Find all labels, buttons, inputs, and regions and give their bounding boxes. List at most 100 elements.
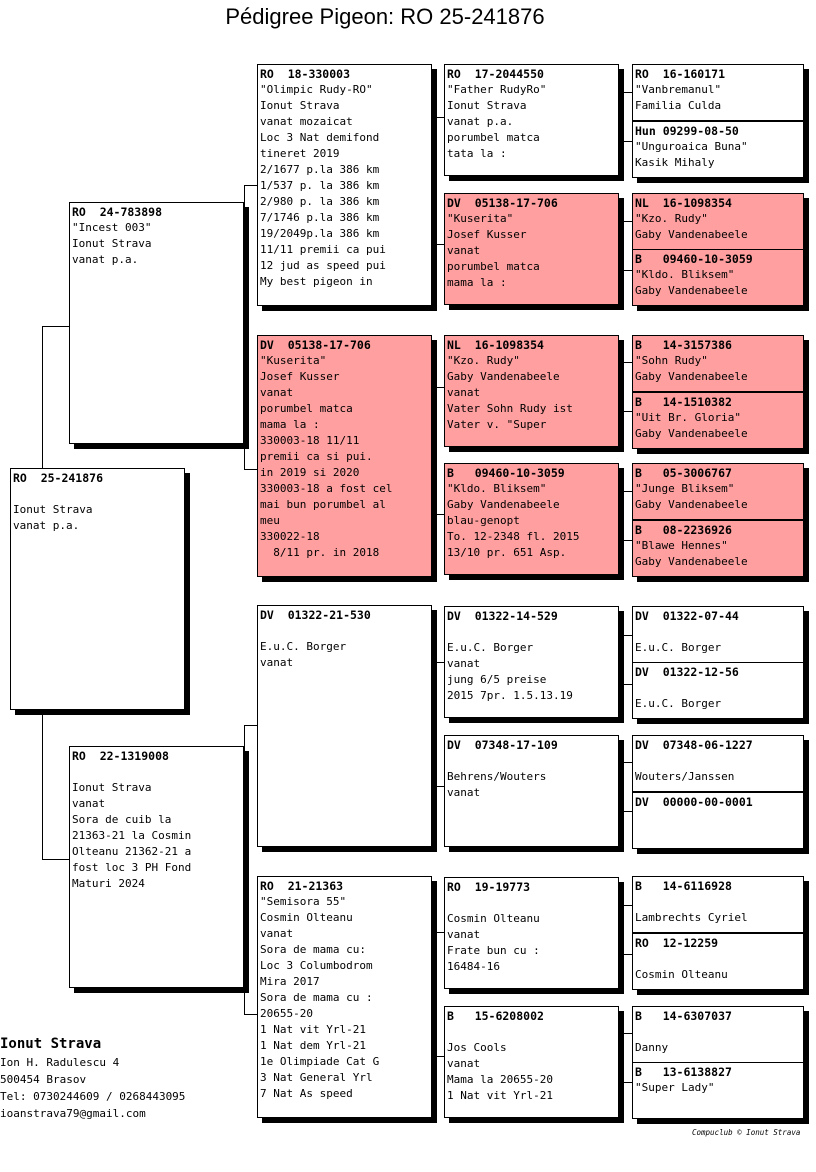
pigeon-detail-line: Frate bun cu :: [447, 944, 540, 957]
pigeon-detail-line: Sora de mama cu :: [260, 991, 373, 1004]
pigeon-detail-line: mama la :: [447, 276, 507, 289]
pigeon-detail-line: "Sohn Rudy": [635, 354, 708, 367]
connector-gen2: [244, 185, 260, 470]
pigeon-detail-line: Gaby Vandenabeele: [447, 370, 560, 383]
pigeon-detail-line: E.u.C. Borger: [635, 641, 722, 654]
pigeon-detail-line: 7/1746 p.la 386 km: [260, 211, 380, 224]
pigeon-detail-line: mai bun porumbel al: [260, 498, 386, 511]
pigeon-detail-line: Ionut Strava: [72, 781, 152, 794]
connector-gen4: [620, 221, 634, 271]
pigeon-detail-line: Olteanu 21362-21 a: [72, 845, 192, 858]
pigeon-detail-line: Vater Sohn Rudy ist: [447, 402, 573, 415]
pigeon-detail-line: porumbel matca: [447, 260, 540, 273]
pigeon-card: B 09460-10-3059"Kldo. Bliksem"Gaby Vande…: [444, 463, 619, 575]
connector-gen4: [620, 905, 634, 955]
pigeon-detail-line: Cosmin Olteanu: [260, 911, 353, 924]
pigeon-detail-line: [635, 951, 801, 967]
pigeon-detail-line: "Junge Bliksem": [635, 482, 735, 495]
pigeon-detail-line: Mira 2017: [260, 975, 320, 988]
owner-email: ioanstrava79@gmail.com: [0, 1107, 146, 1120]
pigeon-detail-line: Josef Kusser: [447, 228, 527, 241]
pigeon-detail-line: 16484-16: [447, 960, 500, 973]
pigeon-detail-line: 7 Nat As speed: [260, 1087, 353, 1100]
ring-number: RO 22-1319008: [72, 749, 169, 763]
connector-gen3: [432, 662, 446, 787]
pigeon-detail-line: Loc 3 Nat demifond: [260, 131, 380, 144]
connector-gen1: [42, 326, 72, 469]
pigeon-detail-line: [447, 753, 616, 769]
owner-address: Ion H. Radulescu 4: [0, 1056, 120, 1069]
pigeon-detail-line: "Kldo. Bliksem": [447, 482, 547, 495]
pigeon-card: B 08-2236926"Blawe Hennes"Gaby Vandenabe…: [632, 520, 804, 577]
pigeon-detail-line: Sora de cuib la: [72, 813, 172, 826]
pigeon-detail-line: Sora de mama cu:: [260, 943, 366, 956]
pigeon-detail-line: "Semisora 55": [260, 895, 347, 908]
pigeon-detail-line: [447, 624, 616, 640]
owner-info: Ionut Strava Ion H. Radulescu 4 500454 B…: [0, 1034, 185, 1122]
pigeon-detail-line: vanat p.a.: [447, 115, 514, 128]
pigeon-detail-line: Loc 3 Columbodrom: [260, 959, 373, 972]
pigeon-detail-line: vanat: [447, 786, 481, 799]
pigeon-detail-line: Danny: [635, 1041, 669, 1054]
pigeon-detail-line: vanat: [260, 386, 294, 399]
ring-number: DV 01322-12-56: [635, 665, 739, 679]
connector-gen3: [432, 117, 446, 245]
pigeon-detail-line: 1e Olimpiade Cat G: [260, 1055, 380, 1068]
pigeon-detail-line: Ionut Strava: [447, 99, 527, 112]
copyright-footer: Compuclub © Ionut Strava: [692, 1128, 801, 1137]
ring-number: NL 16-1098354: [447, 338, 544, 352]
pigeon-detail-line: [72, 764, 241, 780]
pigeon-detail-line: 21363-21 la Cosmin: [72, 829, 192, 842]
pigeon-detail-line: Gaby Vandenabeele: [635, 370, 748, 383]
pigeon-detail-line: Cosmin Olteanu: [447, 912, 540, 925]
pigeon-detail-line: [447, 1024, 616, 1040]
ring-number: RO 12-12259: [635, 936, 719, 950]
pigeon-detail-line: 1/537 p. la 386 km: [260, 179, 380, 192]
pigeon-detail-line: vanat: [447, 244, 481, 257]
pigeon-detail-line: premii ca si pui.: [260, 450, 373, 463]
ring-number: DV 07348-17-109: [447, 738, 558, 752]
owner-phone: Tel: 0730244609 / 0268443095: [0, 1090, 186, 1103]
pigeon-card: B 14-1510382"Uit Br. Gloria"Gaby Vandena…: [632, 392, 804, 449]
pigeon-detail-line: Kasik Mihaly: [635, 156, 715, 169]
ring-number: DV 01322-14-529: [447, 609, 558, 623]
pigeon-detail-line: tata la :: [447, 147, 507, 160]
pigeon-detail-line: "Kldo. Bliksem": [635, 268, 735, 281]
pigeon-card: RO 17-2044550"Father RudyRo"Ionut Strava…: [444, 64, 619, 176]
connector-gen3: [432, 932, 446, 1057]
owner-name: Ionut Strava: [0, 1036, 102, 1052]
pigeon-detail-line: Gaby Vandenabeele: [635, 228, 748, 241]
pigeon-detail-line: "Kzo. Rudy": [635, 212, 708, 225]
pigeon-card: DV 00000-00-0001: [632, 792, 804, 849]
pigeon-detail-line: vanat: [447, 386, 481, 399]
ring-number: B 14-6116928: [635, 879, 732, 893]
pigeon-detail-line: Wouters/Janssen: [635, 770, 735, 783]
ring-number: DV 05138-17-706: [260, 338, 371, 352]
pigeon-detail-line: 11/11 premii ca pui: [260, 243, 386, 256]
pigeon-detail-line: Josef Kusser: [260, 370, 340, 383]
ring-number: B 09460-10-3059: [635, 252, 753, 266]
pigeon-detail-line: [635, 1024, 801, 1040]
pigeon-detail-line: "Olimpic Rudy-RO": [260, 83, 373, 96]
pigeon-detail-line: meu: [260, 514, 280, 527]
pigeon-detail-line: 2/980 p. la 386 km: [260, 195, 380, 208]
pigeon-detail-line: Gaby Vandenabeele: [635, 284, 748, 297]
ring-number: RO 21-21363: [260, 879, 344, 893]
pigeon-detail-line: Gaby Vandenabeele: [635, 498, 748, 511]
pigeon-detail-line: Lambrechts Cyriel: [635, 911, 748, 924]
pigeon-detail-line: vanat mozaicat: [260, 115, 353, 128]
pigeon-detail-line: "Kuserita": [447, 212, 514, 225]
ring-number: B 14-1510382: [635, 395, 732, 409]
pigeon-detail-line: [635, 624, 801, 640]
pigeon-detail-line: porumbel matca: [447, 131, 540, 144]
pigeon-detail-line: mama la :: [260, 418, 320, 431]
